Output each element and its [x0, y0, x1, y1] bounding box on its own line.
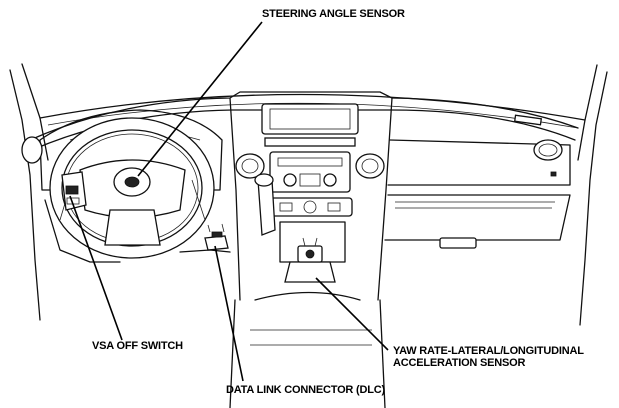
leader-vsa-off [69, 195, 123, 341]
yaw-rate-sensor-unit [284, 237, 336, 283]
label-yaw-rate-line2: ACCELERATION SENSOR [393, 357, 526, 369]
label-data-link-connector: DATA LINK CONNECTOR (DLC) [226, 384, 385, 396]
steering-wheel [49, 117, 215, 259]
label-vsa-off-switch: VSA OFF SWITCH [92, 340, 183, 352]
leader-dlc [214, 245, 244, 382]
leader-steering-angle [137, 21, 263, 177]
dlc-connector-unit [204, 223, 229, 251]
label-steering-angle-sensor: STEERING ANGLE SENSOR [262, 8, 405, 20]
center-stack [235, 103, 385, 263]
vsa-switch-panel [44, 171, 231, 263]
leader-lines [69, 21, 389, 382]
cabin-outline [9, 63, 608, 326]
label-yaw-rate-line1: YAW RATE-LATERAL/LONGITUDINAL [393, 345, 584, 357]
dashboard-body [29, 91, 579, 408]
leader-yaw-rate [315, 277, 389, 351]
